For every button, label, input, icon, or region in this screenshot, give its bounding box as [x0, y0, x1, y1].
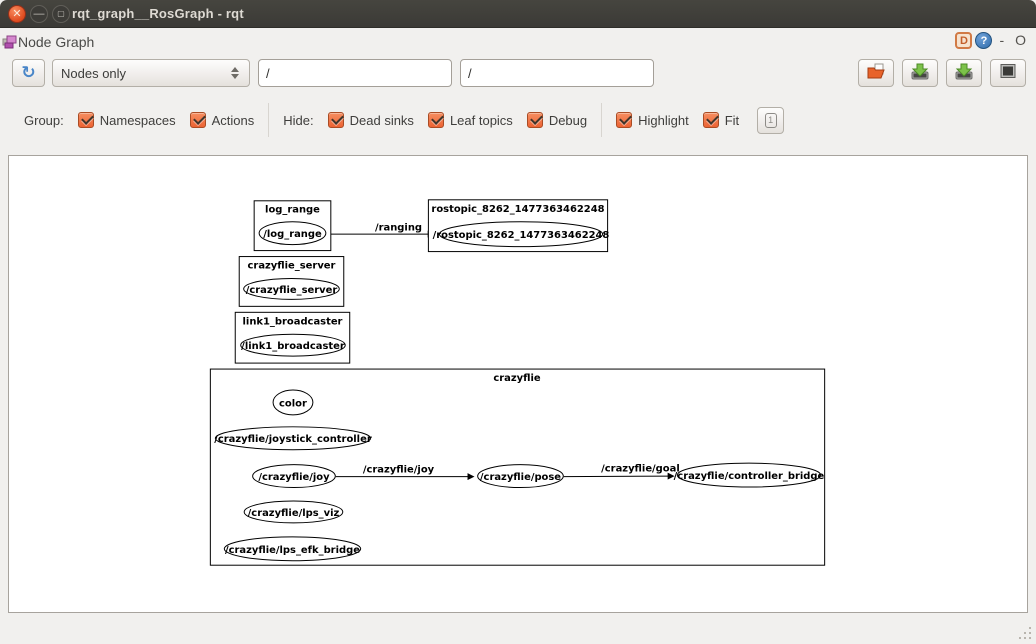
node-ellipse[interactable]: [243, 500, 344, 524]
open-folder-icon: [866, 62, 886, 85]
window-title: rqt_graph__RosGraph - rqt: [72, 6, 244, 21]
save-dot-button[interactable]: [902, 59, 938, 87]
node-label: /crazyflie/lps_viz: [248, 508, 340, 519]
load-dot-button[interactable]: [858, 59, 894, 87]
collapse-button[interactable]: -: [999, 32, 1005, 48]
checkbox-checked-icon: [189, 112, 206, 128]
close-button[interactable]: ✕: [8, 5, 26, 23]
checkbox-checked-icon: [702, 112, 719, 128]
graph-type-select[interactable]: Nodes only: [52, 59, 250, 87]
help-icon[interactable]: ?: [975, 32, 993, 49]
checkbox-fit[interactable]: Fit: [702, 112, 740, 128]
fit-page-icon: 1: [764, 112, 777, 128]
cluster-title: crazyflie: [493, 373, 541, 384]
save-download-icon: [954, 62, 974, 85]
titlebar[interactable]: ✕ — ▢ rqt_graph__RosGraph - rqt: [0, 0, 1036, 28]
node-label: color: [279, 398, 307, 409]
graph-type-value: Nodes only: [61, 65, 127, 81]
node-label: /crazyflie/pose: [480, 472, 561, 483]
combo-spinner-icon: [231, 67, 241, 79]
image-icon: [998, 62, 1018, 85]
node-label: /log_range: [263, 229, 322, 240]
namespace-box-rostopic: rostopic_8262_1477363462248 /rostopic_82…: [427, 199, 610, 253]
node-ellipse[interactable]: [258, 221, 327, 246]
panel-title: Node Graph: [18, 33, 95, 50]
node-ellipse[interactable]: [477, 464, 564, 489]
options-toolbar: Group: Namespaces Actions Hide: Dead sin…: [0, 100, 1036, 140]
refresh-button[interactable]: ↻: [12, 59, 45, 87]
namespace-box-link1-broadcaster: link1_broadcaster /link1_broadcaster: [234, 311, 351, 364]
box-title: crazyflie_server: [248, 261, 336, 272]
node-graph-icon: [2, 35, 17, 49]
node-ellipse[interactable]: [214, 426, 372, 451]
checkbox-checked-icon: [526, 112, 543, 128]
edge-label: /crazyflie/goal: [601, 464, 680, 475]
checkbox-label: Namespaces: [99, 112, 176, 128]
node-ellipse[interactable]: [676, 462, 822, 488]
node-ellipse[interactable]: [223, 536, 362, 562]
hide-label: Hide:: [283, 112, 314, 128]
checkbox-dead-sinks[interactable]: Dead sinks: [327, 112, 414, 128]
node-label: /crazyflie_server: [246, 285, 338, 296]
namespace-filter-input[interactable]: [258, 59, 452, 87]
namespace-box-crazyflie-server: crazyflie_server /crazyflie_server: [238, 256, 345, 307]
checkbox-highlight[interactable]: Highlight: [616, 112, 689, 128]
node-label: /link1_broadcaster: [241, 341, 345, 352]
node-ellipse[interactable]: [438, 221, 604, 248]
dock-badge-icon[interactable]: D: [955, 32, 973, 49]
checkbox-label: Highlight: [638, 112, 689, 128]
checkbox-namespaces[interactable]: Namespaces: [77, 112, 176, 128]
node-ellipse[interactable]: [240, 333, 346, 357]
checkbox-checked-icon: [77, 112, 94, 128]
checkbox-actions[interactable]: Actions: [189, 112, 255, 128]
refresh-icon: ↻: [21, 62, 36, 82]
checkbox-label: Leaf topics: [449, 112, 513, 128]
panel-header: Node Graph D ? - O: [0, 28, 1036, 55]
save-svg-button[interactable]: [946, 59, 982, 87]
namespace-box-log-range: log_range /log_range: [253, 200, 332, 252]
maximize-button[interactable]: ▢: [52, 5, 70, 23]
node-ellipse[interactable]: [252, 464, 336, 489]
minimize-button[interactable]: —: [30, 5, 48, 23]
checkbox-checked-icon: [327, 112, 344, 128]
checkbox-label: Debug: [548, 112, 588, 128]
box-title: log_range: [265, 205, 320, 216]
group-label: Group:: [24, 112, 64, 128]
node-label: /crazyflie/joy: [258, 472, 330, 483]
resize-grip[interactable]: [1019, 627, 1031, 639]
checkbox-checked-icon: [427, 112, 444, 128]
separator: [601, 103, 603, 137]
save-image-button[interactable]: [990, 59, 1026, 87]
topic-filter-input[interactable]: [460, 59, 654, 87]
checkbox-label: Fit: [724, 112, 740, 128]
node-label: /crazyflie/joystick_controller: [214, 434, 372, 445]
separator: [268, 103, 270, 137]
cluster-crazyflie: crazyflie color /crazyflie/joystick_cont…: [209, 368, 826, 566]
edge-label: /crazyflie/joy: [363, 465, 435, 476]
status-bar: [0, 613, 1036, 644]
node-label: /crazyflie/lps_efk_bridge: [225, 545, 360, 556]
box-title: rostopic_8262_1477363462248: [431, 204, 604, 215]
node-label: /crazyflie/controller_bridge: [674, 471, 825, 482]
checkbox-label: Dead sinks: [349, 112, 414, 128]
fit-in-view-button[interactable]: 1: [757, 106, 785, 134]
node-graph-svg: /ranging /crazyflie/joy /crazyflie/goal …: [209, 199, 826, 566]
node-ellipse[interactable]: [272, 389, 314, 416]
checkbox-checked-icon: [616, 112, 633, 128]
graph-canvas[interactable]: /ranging /crazyflie/joy /crazyflie/goal …: [8, 155, 1028, 613]
edge-label: /ranging: [375, 223, 422, 234]
float-button[interactable]: O: [1015, 32, 1026, 48]
checkbox-label: Actions: [211, 112, 255, 128]
node-ellipse[interactable]: [243, 277, 340, 300]
checkbox-leaf-topics[interactable]: Leaf topics: [427, 112, 513, 128]
checkbox-debug[interactable]: Debug: [526, 112, 588, 128]
node-label: /rostopic_8262_1477363462248: [433, 230, 610, 241]
save-download-icon: [910, 62, 930, 85]
box-title: link1_broadcaster: [243, 316, 343, 327]
